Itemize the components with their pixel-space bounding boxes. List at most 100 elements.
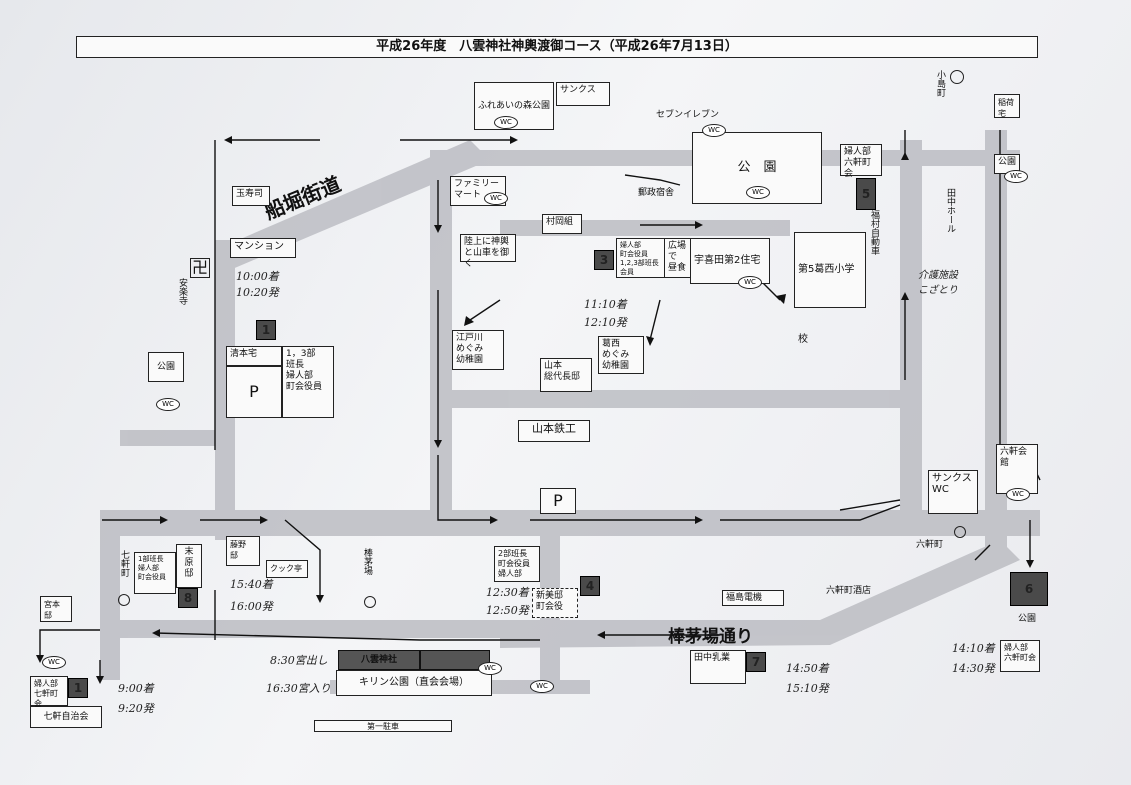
street-ankoji-vertical: 安楽寺 [177,278,187,305]
signpost-icon [364,596,376,608]
road-mid-horizontal [430,390,910,408]
time-stop1-arrive: 10:00着 [236,270,279,283]
place-tamajuku: 玉寿司 [232,186,270,206]
place-fujin-3: 婦人部 町会役員 1,2,3部班長 会員 [616,238,666,278]
street-sanken-vertical: 七軒町 [119,550,129,577]
time-shrine-return: 16:30宮入り [266,682,331,695]
wc-park-center: WC [746,186,770,199]
time-stop5-depart: 15:10発 [786,682,829,695]
place-park-left: 公園 [148,352,184,382]
place-shimizu-home: 清本宅 [226,346,282,366]
place-oku-hara: 末 原 邸 [176,544,202,588]
place-first-parking: 第一駐車 [314,720,452,732]
stop-marker-2: 1 [256,320,276,340]
place-edogawa-kinder: 江戸川 めぐみ 幼稚園 [452,330,504,370]
road-lower-left [100,520,120,680]
place-tanaka-milk: 田中乳業 [690,650,746,684]
wc-fureai: WC [494,116,518,129]
time-stop2-depart: 12:10発 [584,316,627,329]
time-stop1-depart: 10:20発 [236,286,279,299]
wc-kirin: WC [478,662,502,675]
time-stop8-depart: 9:20発 [118,702,154,715]
place-rokken-hall: 六軒会館 [996,444,1038,494]
manji-icon: 卍 [190,258,210,278]
place-han-2: 2部班長 町会役員 婦人部 [494,546,540,582]
stop-marker-1: 1 [68,678,88,698]
stop-marker-4: 4 [580,576,600,596]
place-mansion: マンション [230,238,296,258]
place-rikujo-note: 陸上に神輿 と山車を御く [460,234,516,269]
time-stop3-arrive: 12:30着 [486,586,529,599]
place-han-1: 1，3部 班長 婦人部 町会役員 [282,346,334,418]
place-mikoshi-storage [420,650,490,670]
place-yamamoto-tekko: 山本鉄工 [518,420,590,442]
time-stop2-arrive: 11:10着 [584,298,627,311]
signpost-icon [954,526,966,538]
stop-marker-3: 3 [594,250,614,270]
place-yamamoto-home: 山本 総代長邸 [540,358,592,392]
place-nana-jichikai: 七軒自治会 [30,706,102,728]
place-yakumo-shrine: 八雲神社 [338,650,420,670]
page-title: 平成26年度 八雲神社神輿渡御コース（平成26年7月13日） [76,36,1038,58]
place-elementary: 第5葛西小学校 [794,232,866,345]
place-sunkus-wc: サンクス WC [928,470,978,514]
street-kyoji-vertical: 福村自動車 [869,210,879,255]
place-fujin-5: 婦人部 六軒町会 [840,144,882,179]
place-park-small: 公園 [1018,614,1037,624]
parking-left: P [226,366,282,418]
street-bobo-vertical: 棒茅場 [362,548,372,575]
signpost-icon [950,70,964,84]
place-han-box-1: 1部班長 婦人部 町会役員 [134,552,176,594]
road-left-vertical [215,240,235,540]
road-left-short [120,430,230,446]
place-fujin-1: 婦人部 七軒町会 [30,676,68,708]
wc-rokken-hall: WC [1006,488,1030,501]
time-stop6-arrive: 15:40着 [230,578,273,591]
time-stop4-arrive: 14:10着 [952,642,995,655]
road-bottom-left [100,620,520,638]
time-shrine-depart: 8:30宮出し [270,654,328,667]
stop-marker-6: 6 [1010,572,1048,606]
stop-marker-5: 5 [856,178,876,210]
place-shinbi: 新美邸 町会役 [532,588,578,618]
road-main-horizontal [100,510,1040,536]
wc-park-right: WC [1004,170,1028,183]
street-kojima-vertical: 小島町 [935,70,945,97]
time-stop5-arrive: 14:50着 [786,662,829,675]
place-sunkus-top: サンクス [556,82,610,106]
street-tanaka-hall-vertical: 田中ホール [945,188,955,233]
place-shintaku: 稲荷宅 [994,94,1020,118]
signpost-icon [118,594,130,606]
time-stop6-depart: 16:00発 [230,600,273,613]
street-bobogaba: 棒茅場通り [668,627,753,647]
road-funabori [215,140,490,270]
wc-nana: WC [42,656,66,669]
stop-marker-8: 8 [178,588,198,608]
road-right-vertical [900,140,922,520]
time-stop8-arrive: 9:00着 [118,682,154,695]
place-rokken-town: 六軒町 [916,540,944,550]
place-cook-tei: クック亭 [266,560,308,578]
road-bobogaba [500,540,1020,648]
place-kirin-park: キリン公園（直会会場） [336,670,492,696]
place-fujin-6: 婦人部 六軒町会 [1000,640,1040,672]
wc-familymart: WC [484,192,508,205]
wc-park-left: WC [156,398,180,411]
time-stop4-depart: 14:30発 [952,662,995,675]
place-seven-eleven: セブンイレブン [656,110,720,120]
place-muraoka: 村岡組 [542,214,582,234]
wc-bottom: WC [530,680,554,693]
time-stop3-depart: 12:50発 [486,604,529,617]
place-fukushima: 福島電機 [722,590,784,606]
place-koyomi: 宮本 邸 [40,596,72,622]
place-kaigo-note: 介護施設 こざとり [918,270,958,296]
road-center-vertical [430,150,452,530]
parking-center: P [540,488,576,514]
place-rokken-liquor: 六軒町酒店 [826,586,872,596]
wc-seven: WC [702,124,726,137]
wc-ukita: WC [738,276,762,289]
place-yusei-dorm: 郵政宿舎 [638,188,675,198]
place-kasai-megumi: 葛西 めぐみ 幼稚園 [598,336,644,374]
stop-marker-7: 7 [746,652,766,672]
